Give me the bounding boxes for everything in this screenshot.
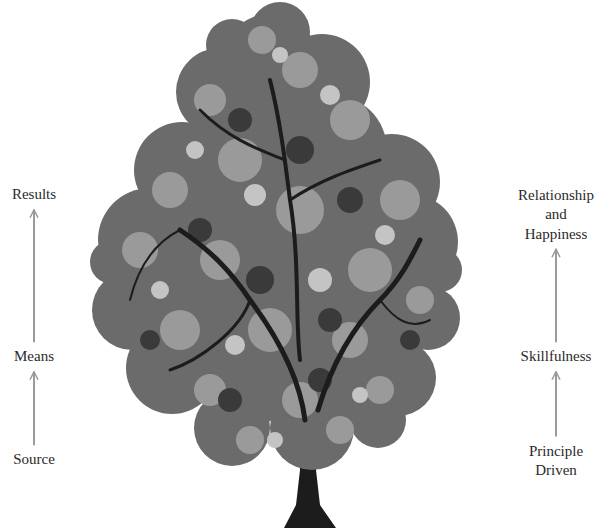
up-arrow xyxy=(33,210,35,343)
text-node: Source xyxy=(13,450,55,470)
up-arrow xyxy=(33,372,35,446)
node-label: Skillfulness xyxy=(521,347,592,367)
node-label: Results xyxy=(12,185,56,205)
text-node: Relationship and Happiness xyxy=(518,186,594,245)
node-label: Means xyxy=(14,347,54,367)
tree-branches xyxy=(130,80,430,420)
text-node: Skillfulness xyxy=(521,347,592,367)
text-node: Means xyxy=(14,347,54,367)
up-arrow xyxy=(555,372,557,437)
node-label: Relationship and Happiness xyxy=(518,186,594,245)
node-label: Source xyxy=(13,450,55,470)
text-node: Principle Driven xyxy=(529,442,583,481)
text-node: Results xyxy=(12,185,56,205)
up-arrow xyxy=(555,249,557,342)
tree-canopy xyxy=(90,2,462,470)
node-label: Principle Driven xyxy=(529,442,583,481)
